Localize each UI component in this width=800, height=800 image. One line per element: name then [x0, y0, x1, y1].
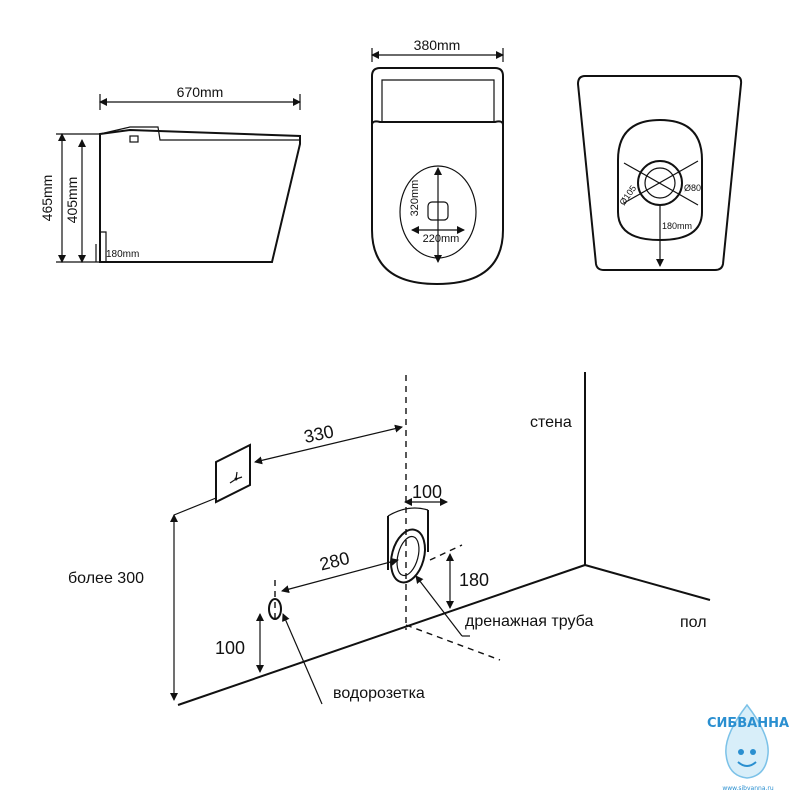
- inlet-height-label: 100: [215, 638, 245, 658]
- bowl-width-label: 220mm: [423, 233, 460, 245]
- logo-url: www.sibvanna.ru: [722, 785, 774, 792]
- side-view-button: [129, 135, 139, 143]
- inlet-offset-label: 280: [318, 548, 352, 575]
- bottom-view: Ø105 Ø80 180mm: [576, 75, 743, 271]
- top-view-tank: [371, 67, 504, 125]
- bottom-outlet-offset-label: 180mm: [662, 221, 692, 231]
- floor-back-edge: [177, 564, 586, 706]
- top-view: 380mm 320mm 220mm: [371, 37, 504, 286]
- drain-pipe-label: дренажная труба: [465, 613, 593, 630]
- water-inlet-label: водорозетка: [333, 685, 425, 702]
- side-view-base-notch: [100, 231, 107, 262]
- top-view-bowl-outline: [371, 120, 504, 286]
- bottom-view-outline: [576, 75, 743, 271]
- drain-pipe-opening: [390, 528, 426, 584]
- socket-icon: [229, 471, 243, 484]
- water-drop-icon: [725, 703, 769, 779]
- pipe-height-label: 180: [459, 570, 489, 590]
- total-height-label: 465mm: [39, 175, 55, 222]
- outlet-inner-circle: [644, 167, 676, 199]
- side-width-label: 670mm: [177, 84, 224, 100]
- socket-height-label: более 300: [68, 570, 144, 587]
- brand-logo: СИБВАННА www.sibvanna.ru: [707, 703, 789, 792]
- wall-socket: [215, 443, 251, 504]
- top-width-label: 380mm: [414, 37, 461, 53]
- floor-side-edge: [584, 564, 711, 601]
- socket-distance-dimension: [254, 424, 403, 465]
- floor-label: пол: [680, 614, 707, 631]
- inlet-offset-dimension: [281, 557, 399, 594]
- socket-distance-label: 330: [302, 421, 336, 447]
- side-view: 670mm 465mm 405mm 180mm: [39, 84, 301, 263]
- bowl-length-label: 320mm: [409, 180, 421, 217]
- outlet-diameter-inner-label: Ø80: [684, 183, 701, 193]
- installation-view: стена пол 330 100 180 280 100: [68, 372, 711, 706]
- outlet-diameter-outer-label: Ø105: [617, 183, 638, 207]
- side-view-body: [99, 128, 301, 263]
- side-outlet-offset-label: 180mm: [106, 249, 139, 260]
- pipe-width-label: 100: [412, 482, 442, 502]
- logo-text: СИБВАННА: [707, 716, 789, 731]
- wall-label: стена: [530, 414, 572, 431]
- side-view-lid: [99, 126, 300, 141]
- seat-height-label: 405mm: [64, 177, 80, 224]
